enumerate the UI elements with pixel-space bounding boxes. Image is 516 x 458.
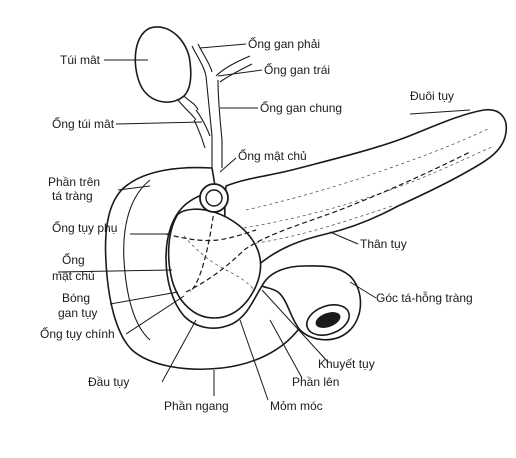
label-phan-tren-2: tá tràng: [52, 189, 93, 203]
label-dau-tuy: Đầu tụy: [88, 375, 129, 389]
label-ong-mat-chu-1: Ống: [62, 252, 85, 267]
label-phan-len: Phần lên: [292, 375, 339, 389]
common-bile-duct: [211, 136, 223, 168]
label-ong-mat-chu-top: Ống mật chủ: [238, 148, 307, 163]
label-phan-tren-1: Phần trên: [48, 175, 100, 189]
accessory-pancreatic-duct: [165, 229, 257, 242]
main-pancreatic-duct: [185, 151, 471, 293]
label-bong-2: gan tụy: [58, 306, 97, 320]
left-hepatic-duct: [215, 55, 253, 83]
label-than-tuy: Thân tụy: [360, 237, 407, 251]
label-ong-tuy-chinh: Ống tụy chính: [40, 326, 115, 341]
label-mom-moc: Mỏm móc: [270, 399, 323, 413]
duodenum-inner-wall: [123, 179, 151, 341]
label-ong-gan-phai: Ống gan phải: [248, 36, 320, 51]
label-goc-ta-hong-trang: Góc tá-hỗng tràng: [376, 290, 473, 305]
label-ong-tuy-phu: Ống tụy phụ: [52, 220, 117, 235]
gallbladder: [134, 26, 192, 103]
label-ong-gan-trai: Ống gan trái: [264, 62, 330, 77]
pancreas-head-texture: [183, 235, 255, 291]
label-ong-mat-chu-2: mật chủ: [52, 269, 95, 283]
label-tui-mat: Túi mât: [60, 53, 101, 67]
common-hepatic-duct: [205, 75, 223, 141]
label-bong-1: Bóng: [62, 291, 90, 305]
gallbladder-neck: [177, 95, 199, 121]
right-hepatic-duct: [191, 43, 213, 77]
leader-lines: [57, 43, 471, 401]
pancreas-texture-2: [243, 145, 495, 229]
pancreas-texture-1: [245, 127, 491, 211]
label-khuyet-tuy: Khuyết tụy: [318, 357, 375, 371]
jejunum-lumen-inner: [315, 312, 341, 328]
label-ong-tui-mat: Ống túi mât: [52, 116, 115, 131]
label-ong-gan-chung: Ống gan chung: [260, 100, 342, 115]
cystic-duct: [193, 109, 211, 149]
label-duoi-tuy: Đuôi tụy: [410, 89, 454, 103]
duodenal-bulb-ring-inner: [205, 189, 223, 207]
label-phan-ngang: Phần ngang: [164, 399, 229, 413]
